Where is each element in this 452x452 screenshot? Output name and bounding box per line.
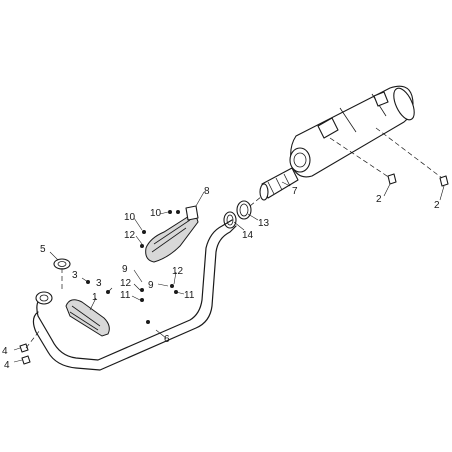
exhaust-gasket <box>53 258 71 270</box>
callout-11-left: 11 <box>120 290 131 301</box>
callout-3-left: 3 <box>72 270 78 281</box>
header-pipe <box>32 219 237 371</box>
callout-10-right: 10 <box>150 208 162 219</box>
callout-9-left: 9 <box>122 264 128 275</box>
callout-4-lower: 4 <box>4 360 10 371</box>
leader-lines <box>13 181 445 363</box>
assembly-lines <box>25 127 443 349</box>
fasteners <box>86 173 449 324</box>
heat-shield-upper <box>145 205 199 263</box>
callout-14: 14 <box>242 230 254 241</box>
pipe-gasket <box>223 211 237 229</box>
callout-2-right: 2 <box>434 200 440 211</box>
callout-7: 7 <box>292 186 298 197</box>
callout-12-mid: 12 <box>120 278 132 289</box>
callout-5: 5 <box>40 244 46 255</box>
muffler <box>289 85 415 178</box>
heat-shield-lower <box>65 299 110 337</box>
callout-3-right: 3 <box>96 278 102 289</box>
callout-12-right: 12 <box>172 266 184 277</box>
link-pipe <box>259 167 299 201</box>
callout-10-left: 10 <box>124 212 136 223</box>
callout-6: 6 <box>164 334 170 345</box>
callout-12-top: 12 <box>124 230 136 241</box>
callout-4-upper: 4 <box>2 346 8 357</box>
callout-11-right: 11 <box>184 290 195 301</box>
callout-labels: 1 2 2 3 3 4 4 5 6 7 8 9 9 10 10 11 11 12… <box>2 186 440 371</box>
pipe-clamp <box>236 200 252 220</box>
callout-2-left: 2 <box>376 194 382 205</box>
callout-1: 1 <box>92 292 98 303</box>
callout-8: 8 <box>204 186 210 197</box>
callout-9-right: 9 <box>148 280 154 291</box>
flange-nuts <box>19 343 31 365</box>
callout-13: 13 <box>258 218 270 229</box>
